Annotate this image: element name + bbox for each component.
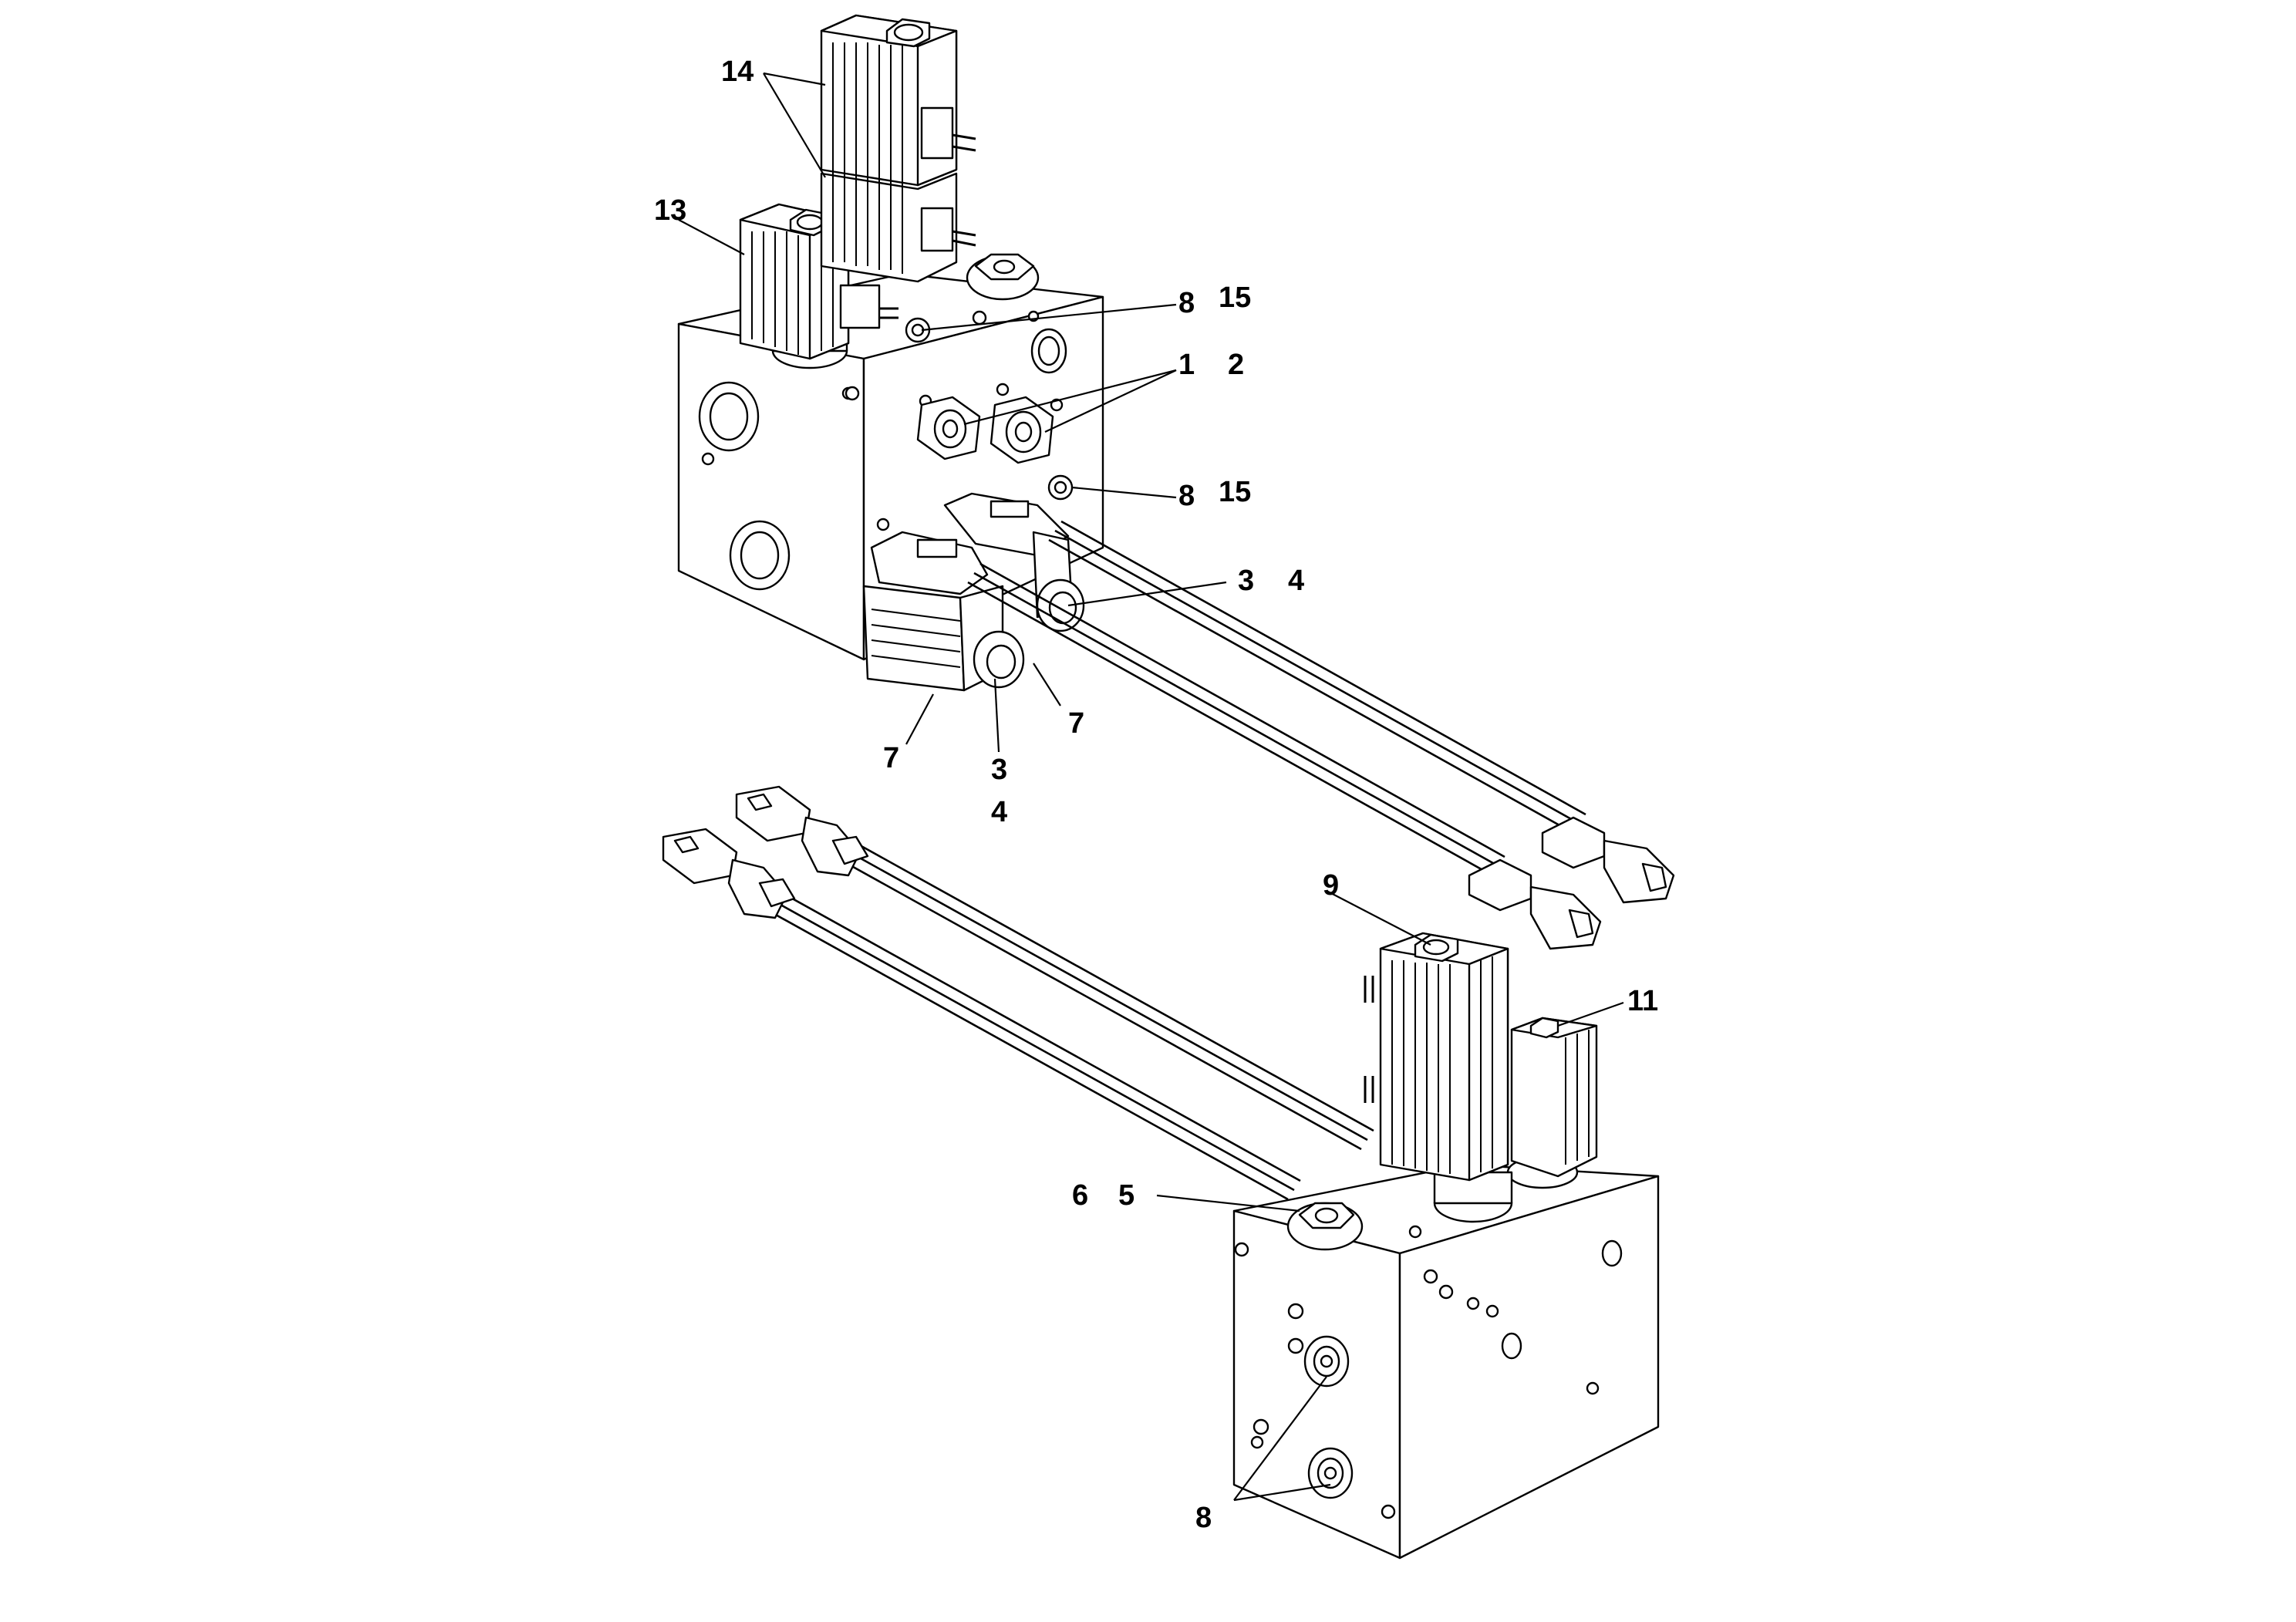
callout-14: 14	[721, 56, 754, 88]
callout-8-bottom: 8	[1195, 1502, 1212, 1534]
callout-13: 13	[654, 194, 686, 227]
cable-upper-1	[1048, 520, 1586, 835]
callout-11: 11	[1627, 985, 1658, 1017]
cap-nut-top	[966, 253, 1040, 301]
callout-1: 1	[1178, 349, 1195, 381]
nut-1	[916, 396, 981, 460]
solenoid-9-ribs	[1391, 956, 1590, 1174]
cap-nut-5	[1286, 1202, 1364, 1251]
callout-6: 6	[1072, 1179, 1088, 1212]
callout-3-right: 3	[1238, 565, 1254, 597]
callout-8-top: 8	[1178, 287, 1195, 319]
callout-15-top: 15	[1219, 282, 1251, 314]
callout-5: 5	[1118, 1179, 1135, 1212]
solenoid-14-ribs	[832, 42, 903, 274]
callout-2: 2	[1228, 349, 1244, 381]
side-solenoid-ribs	[871, 609, 961, 668]
callout-7-right: 7	[1068, 707, 1084, 740]
callout-4-bottom: 4	[991, 796, 1007, 828]
cable-lower-1	[840, 840, 1374, 1151]
callout-8-side: 8	[1178, 480, 1195, 512]
solenoid-coil-9	[1364, 932, 1513, 1223]
leader-lines	[678, 72, 1624, 1502]
callout-15-side: 15	[1219, 476, 1251, 508]
solenoid-coil-11	[1506, 1017, 1598, 1189]
plug-connector-lower-2	[662, 828, 796, 919]
plug-8-side	[1047, 474, 1074, 501]
plug-connector-upper-2	[1468, 858, 1602, 950]
cable-upper-2	[967, 562, 1505, 877]
callout-labels: 14 13 8 15 1 2 8 15 3 4 7 7 3 4 9 11 6 5…	[654, 56, 1658, 1534]
cable-lower-2	[767, 890, 1301, 1201]
callout-7-left: 7	[883, 742, 899, 774]
callout-4-right: 4	[1288, 565, 1304, 597]
plug-connector-lower-1	[735, 785, 869, 877]
solenoid-connector-rear	[943, 492, 1085, 632]
plug-connector-upper-1	[1541, 816, 1675, 904]
solenoid-coil-14	[820, 14, 976, 283]
callout-9: 9	[1323, 869, 1339, 902]
callout-3-bottom: 3	[991, 754, 1007, 786]
